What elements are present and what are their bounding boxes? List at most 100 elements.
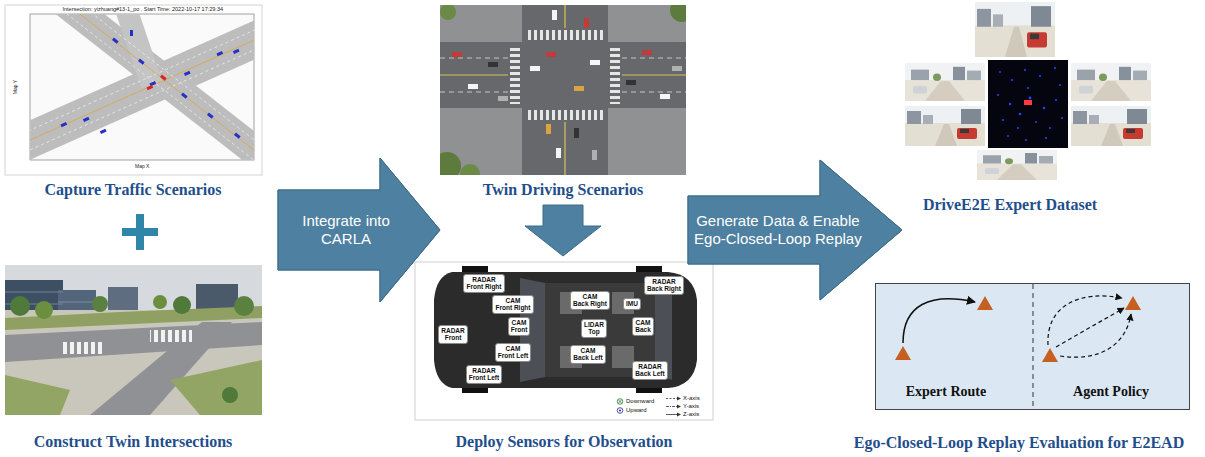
camera-collage <box>1025 139 1027 141</box>
legend-symbol <box>666 403 681 410</box>
aerial-scene <box>574 86 584 91</box>
camera-collage <box>975 2 1055 57</box>
legend-symbol <box>677 404 681 408</box>
block-arrow <box>688 160 902 300</box>
panel-caption: Construct Twin Intersections <box>34 433 233 451</box>
traffic-plot <box>5 0 275 175</box>
sensor-type: CAM <box>495 297 530 305</box>
sensor-position: Back Right <box>573 300 607 308</box>
sensor-type: CAM <box>573 293 607 301</box>
legend-item: Upward <box>616 407 647 414</box>
camera-collage <box>1017 127 1019 129</box>
traffic-plot <box>30 33 254 149</box>
aerial-scene <box>526 30 604 40</box>
sensor-position: Back Left <box>573 354 602 362</box>
legend-item: Z-axis <box>666 411 699 418</box>
aerial-scene <box>584 18 589 28</box>
camera-collage <box>1043 107 1045 109</box>
aerial-scene <box>526 110 604 120</box>
aerial-scene <box>546 124 551 134</box>
closed-loop-illustration <box>895 346 911 360</box>
traffic-plot <box>184 71 191 76</box>
sensor-type: IMU <box>626 300 638 308</box>
sensor-tag: CAMBack Right <box>570 291 610 310</box>
sensor-tag: RADARBack Left <box>632 361 667 380</box>
legend-item: Y-axis <box>666 403 699 410</box>
sensor-car-diagram <box>612 346 634 368</box>
carla-town-render <box>234 296 254 316</box>
closed-loop-illustration <box>1033 284 1034 409</box>
traffic-plot <box>207 113 214 119</box>
closed-loop-illustration <box>1125 296 1141 310</box>
sensor-type: CAM <box>498 345 528 353</box>
sensor-position: Front Left <box>498 352 528 360</box>
camera-collage <box>1019 113 1022 116</box>
camera-collage <box>1029 97 1032 100</box>
sensor-tag: RADARFront <box>438 325 467 344</box>
sensor-tag: CAMFront <box>508 317 531 336</box>
carla-town-render <box>173 296 191 314</box>
scenario-plot-panel: Capture Traffic Scenarios <box>5 5 262 175</box>
traffic-plot <box>100 129 107 134</box>
aerial-scene <box>556 148 561 158</box>
traffic-plot <box>30 41 254 157</box>
legend-item: Downward <box>616 398 654 405</box>
legend-symbol <box>616 398 624 405</box>
camera-collage <box>988 60 1068 148</box>
sensor-type: RADAR <box>469 367 499 375</box>
sensor-car-diagram <box>415 262 713 420</box>
camera-collage <box>1027 87 1029 89</box>
carla-town-render <box>5 265 262 415</box>
legend-label: X-axis <box>683 395 700 402</box>
carla-town-render <box>5 292 63 293</box>
aerial-scene <box>622 74 686 75</box>
aerial-scene <box>672 66 682 71</box>
aerial-scene <box>530 66 540 71</box>
sensor-tag: RADARFront Left <box>466 365 502 384</box>
aerial-scene <box>440 92 508 93</box>
aerial-scene <box>626 80 636 85</box>
camera-collage <box>1007 135 1009 137</box>
aerial-scene <box>440 5 456 20</box>
traffic-plot <box>60 30 240 139</box>
sensor-position: Back Left <box>635 370 664 378</box>
carla-town-render <box>196 284 238 310</box>
legend-item: X-axis <box>666 395 700 402</box>
block-arrow <box>278 158 440 302</box>
traffic-plot <box>60 122 67 127</box>
legend-label: Y-axis <box>683 403 699 410</box>
camera-collage <box>997 94 999 96</box>
panel-label: Agent Policy <box>1073 384 1149 400</box>
closed-loop-illustration <box>1042 348 1058 362</box>
block-arrow <box>525 205 601 256</box>
sensor-position: Top <box>584 328 604 336</box>
camera-collage <box>905 2 1151 180</box>
legend-label: Upward <box>626 407 647 414</box>
carla-town-render <box>108 287 138 311</box>
carla-town-render <box>170 360 262 415</box>
aerial-scene <box>564 5 565 28</box>
carla-town-render <box>5 265 262 415</box>
panel-caption: Deploy Sensors for Observation <box>455 433 672 451</box>
aerial-scene <box>522 5 608 175</box>
carla-town-render <box>35 301 53 319</box>
sensor-layout-panel: RADARFront RightCAMFront RightCAMBack Ri… <box>415 262 713 420</box>
camera-collage <box>997 67 1063 141</box>
sensor-tag: CAMFront Right <box>492 295 533 314</box>
camera-collage <box>1024 69 1026 71</box>
closed-loop-illustration <box>1060 314 1131 357</box>
sensor-type: RADAR <box>647 278 681 286</box>
sensor-type: RADAR <box>441 327 464 335</box>
panel-label: Expert Route <box>906 384 987 400</box>
aerial-scene <box>468 84 478 89</box>
axis-label: Map X <box>135 163 149 169</box>
closed-loop-illustration <box>875 283 1190 410</box>
traffic-plot <box>112 38 119 44</box>
traffic-plot <box>149 81 156 86</box>
carla-town-render <box>222 387 238 403</box>
traffic-plot <box>30 14 254 160</box>
